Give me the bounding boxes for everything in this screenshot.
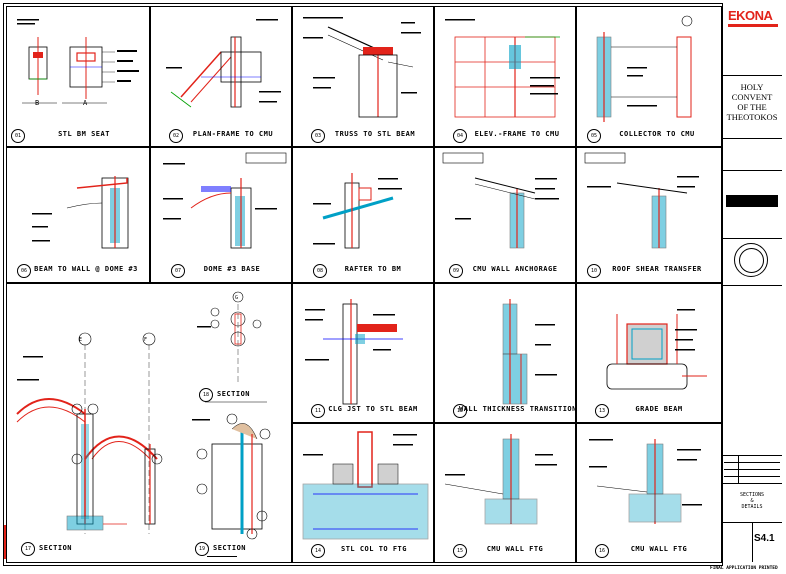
- grid-label-e: E: [79, 337, 83, 343]
- detail-title: COLLECTOR TO CMU: [619, 130, 695, 138]
- detail-title: CMU WALL FTG: [486, 545, 544, 553]
- detail-number: 10: [587, 264, 601, 278]
- detail-title: BEAM TO WALL @ DOME #3: [34, 265, 138, 273]
- detail-cell-11: 11 CLG JST TO STL BEAM: [292, 283, 434, 423]
- detail-number: 19: [195, 542, 209, 556]
- detail-cell-13: 13 GRADE BEAM: [576, 283, 722, 423]
- project-line: THEOTOKOS: [726, 112, 778, 122]
- project-line: CONVENT: [731, 92, 773, 102]
- detail-number: 08: [313, 264, 327, 278]
- detail-number: 02: [169, 129, 183, 143]
- divider: [722, 483, 782, 484]
- detail-title: SECTION: [217, 390, 251, 398]
- detail-number: 07: [171, 264, 185, 278]
- detail-cell-05: 05 COLLECTOR TO CMU: [576, 6, 722, 147]
- sheet-number: S4.1: [754, 533, 775, 544]
- detail-title: WALL THICKNESS TRANSITION: [459, 405, 576, 413]
- detail-cell-07: 07 DOME #3 BASE: [150, 147, 292, 283]
- detail-number: 11: [311, 404, 325, 418]
- divider: [722, 75, 782, 76]
- detail-number: 04: [453, 129, 467, 143]
- detail-number: 18: [199, 388, 213, 402]
- detail-number: 15: [453, 544, 467, 558]
- print-footer: FINAL APPLICATION PRINTED: [710, 566, 778, 571]
- detail-title: CLG JST TO STL BEAM: [328, 405, 418, 413]
- detail-cell-08: 08 RAFTER TO BM: [292, 147, 434, 283]
- detail-cell-16: 16 CMU WALL FTG: [576, 423, 722, 563]
- revision-row: [724, 469, 780, 470]
- detail-number: 03: [311, 129, 325, 143]
- detail-number: 06: [17, 264, 31, 278]
- sheet-title-line: &: [750, 498, 754, 504]
- detail-cell-06: 06 BEAM TO WALL @ DOME #3: [6, 147, 150, 283]
- detail-title: STL BM SEAT: [58, 130, 110, 138]
- detail-number: 05: [587, 129, 601, 143]
- revision-row: [724, 476, 780, 477]
- detail-cell-12: 12 WALL THICKNESS TRANSITION: [434, 283, 576, 423]
- section-panel: 18 SECTION E F G 17 SECTION 19 SECTION: [6, 283, 292, 563]
- logo-bar: [728, 24, 778, 27]
- detail-title: CMU WALL FTG: [630, 545, 688, 553]
- divider: [722, 170, 782, 171]
- sheet-title-line: SECTIONS: [739, 492, 765, 498]
- revision-column: [738, 455, 739, 483]
- detail-cell-15: 15 CMU WALL FTG: [434, 423, 576, 563]
- title-block: [722, 3, 782, 566]
- detail-title: DOME #3 BASE: [203, 265, 261, 273]
- detail-title: CMU WALL ANCHORAGE: [472, 265, 558, 273]
- detail-cell-09: 09 CMU WALL ANCHORAGE: [434, 147, 576, 283]
- grid-label-f: F: [144, 337, 148, 343]
- detail-number: 09: [449, 264, 463, 278]
- detail-number: 17: [21, 542, 35, 556]
- view-label-b: B: [35, 99, 40, 107]
- engineer-banner: [726, 195, 778, 207]
- detail-number: 01: [11, 129, 25, 143]
- detail-cell-10: 10 ROOF SHEAR TRANSFER: [576, 147, 722, 283]
- detail-title: TRUSS TO STL BEAM: [334, 130, 416, 138]
- detail-cell-14: 14 STL COL TO FTG: [292, 423, 434, 563]
- engineer-stamp: [734, 243, 768, 277]
- detail-title: RAFTER TO BM: [344, 265, 402, 273]
- view-label-a: A: [83, 99, 88, 107]
- detail-cell-02: 02 PLAN-FRAME TO CMU: [150, 6, 292, 147]
- divider: [722, 238, 782, 239]
- detail-title: ELEV.-FRAME TO CMU: [474, 130, 560, 138]
- project-line: HOLY: [740, 82, 764, 92]
- detail-title: GRADE BEAM: [635, 405, 683, 413]
- grid-label-g: G: [235, 295, 239, 301]
- detail-cell-04: 04 ELEV.-FRAME TO CMU: [434, 6, 576, 147]
- detail-number: 16: [595, 544, 609, 558]
- detail-number: 12: [453, 404, 467, 418]
- divider: [752, 522, 753, 562]
- divider: [722, 138, 782, 139]
- project-line: OF THE: [737, 102, 767, 112]
- project-title: HOLY CONVENT OF THE THEOTOKOS: [724, 82, 780, 122]
- detail-title: SECTION: [213, 544, 247, 552]
- firm-logo: EKONA: [728, 8, 773, 23]
- detail-title: STL COL TO FTG: [340, 545, 407, 553]
- detail-cell-03: 03 TRUSS TO STL BEAM: [292, 6, 434, 147]
- divider: [722, 455, 782, 456]
- detail-number: 13: [595, 404, 609, 418]
- detail-title: SECTION: [39, 544, 73, 552]
- detail-title: PLAN-FRAME TO CMU: [192, 130, 274, 138]
- revision-mark: [4, 525, 6, 559]
- sheet-title: SECTIONS & DETAILS: [724, 492, 780, 510]
- sheet-title-line: DETAILS: [741, 504, 763, 510]
- detail-number: 14: [311, 544, 325, 558]
- detail-title: ROOF SHEAR TRANSFER: [612, 265, 702, 273]
- revision-row: [724, 462, 780, 463]
- detail-cell-01: B A 01 STL BM SEAT: [6, 6, 150, 147]
- divider: [722, 285, 782, 286]
